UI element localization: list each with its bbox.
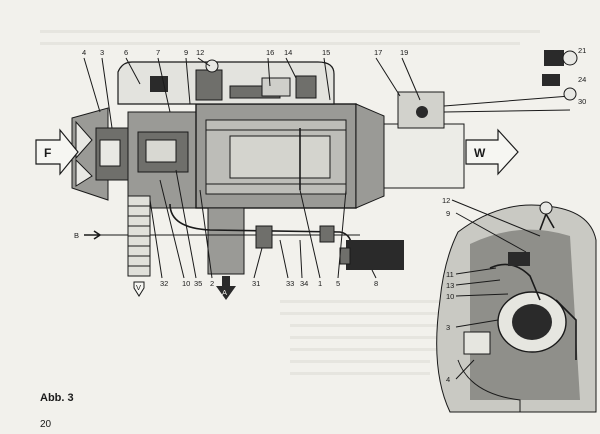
callout-6: 6 <box>124 48 128 57</box>
label-fuel: B <box>74 231 79 240</box>
detail-callout-4: 4 <box>446 375 450 384</box>
callout-7: 7 <box>156 48 160 57</box>
drain-arrow <box>133 281 145 297</box>
detail-callout-10: 10 <box>446 292 454 301</box>
callout-30: 30 <box>578 97 586 106</box>
callout-9: 9 <box>184 48 188 57</box>
callout-2: 2 <box>210 279 214 288</box>
callout-15: 15 <box>322 48 330 57</box>
callout-17: 17 <box>374 48 382 57</box>
callout-21: 21 <box>578 46 586 55</box>
fuel-arrow <box>84 230 102 240</box>
callout-32: 32 <box>160 279 168 288</box>
label-drain: V <box>136 283 141 292</box>
callout-16: 16 <box>266 48 274 57</box>
callout-33: 33 <box>286 279 294 288</box>
outlet-arrow <box>465 128 519 176</box>
label-inlet: F <box>44 146 51 160</box>
figure-caption: Abb. 3 <box>40 392 74 404</box>
detail-callout-11: 11 <box>446 270 454 279</box>
bleed-through-text <box>40 30 540 375</box>
label-exhaust: A <box>222 288 227 297</box>
callout-4: 4 <box>82 48 86 57</box>
callout-31: 31 <box>252 279 260 288</box>
exhaust-arrow <box>216 276 236 300</box>
callout-24: 24 <box>578 75 586 84</box>
inlet-arrow <box>35 128 79 176</box>
callout-35: 35 <box>194 279 202 288</box>
callouts-bottom: 32 10 35 2 31 33 34 1 5 8 <box>160 279 378 288</box>
callout-10: 10 <box>182 279 190 288</box>
callout-5: 5 <box>336 279 340 288</box>
detail-callout-9: 9 <box>446 209 450 218</box>
detail-callout-3: 3 <box>446 323 450 332</box>
page-number: 20 <box>40 419 52 430</box>
label-outlet-warm: W <box>474 146 486 160</box>
detail-callout-13: 13 <box>446 281 454 290</box>
main-cutaway <box>71 50 578 277</box>
detail-callouts: 12 9 11 13 10 3 4 <box>442 196 454 384</box>
callout-14: 14 <box>284 48 292 57</box>
detail-callout-12: 12 <box>442 196 450 205</box>
flow-arrows <box>35 128 519 300</box>
callout-34: 34 <box>300 279 308 288</box>
callout-8: 8 <box>374 279 378 288</box>
callout-1: 1 <box>318 279 322 288</box>
callout-19: 19 <box>400 48 408 57</box>
detail-inset <box>436 201 597 413</box>
callout-12: 12 <box>196 48 204 57</box>
callout-3: 3 <box>100 48 104 57</box>
callouts-top: 4 3 6 7 9 12 16 14 15 17 19 21 24 30 <box>82 46 586 106</box>
